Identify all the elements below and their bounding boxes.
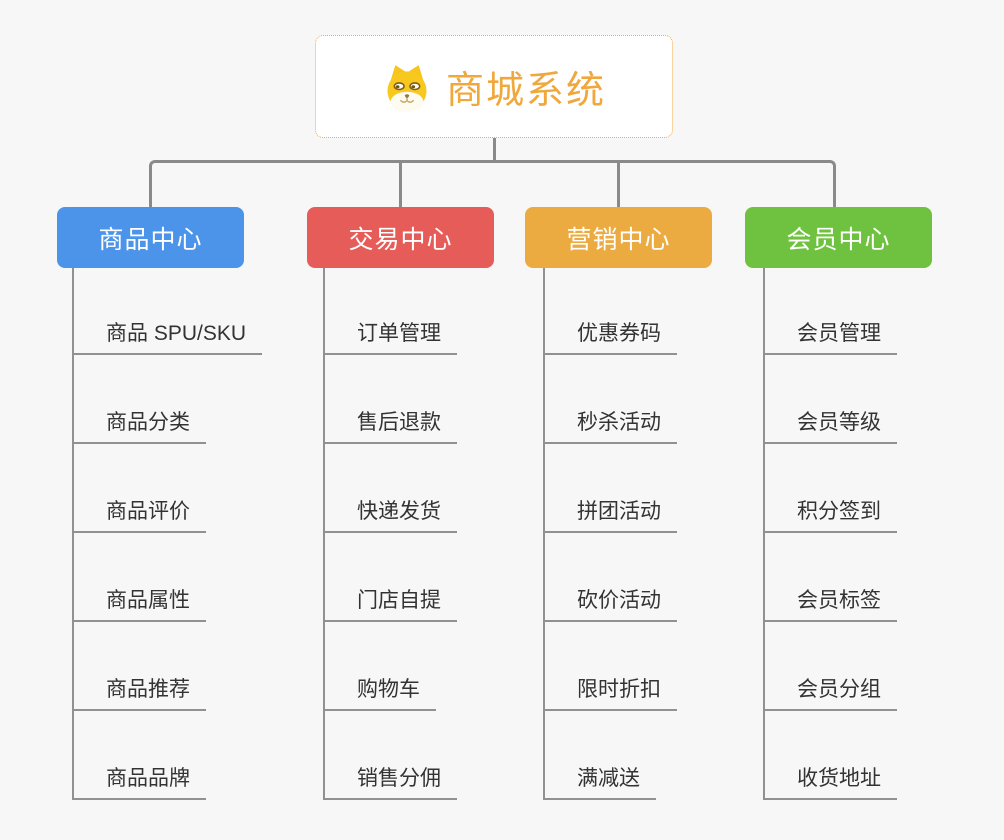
item-node[interactable]: 商品品牌 [72,711,206,800]
item-node[interactable]: 限时折扣 [543,622,677,711]
shiba-dog-icon [387,64,427,112]
item-node[interactable]: 快递发货 [323,444,457,533]
branch-node-4[interactable]: 会员中心 [745,207,932,268]
branch-label: 交易中心 [348,225,453,254]
branch-label: 会员中心 [786,225,891,254]
branch-drop-connector [617,160,620,207]
item-node[interactable]: 商品分类 [72,355,206,444]
root-stem-connector [493,138,496,161]
branch-items-column: 订单管理售后退款快递发货门店自提购物车销售分佣 [323,266,457,800]
item-node[interactable]: 会员等级 [763,355,897,444]
item-node[interactable]: 订单管理 [323,266,457,355]
branch-node-2[interactable]: 交易中心 [307,207,494,268]
branch-label: 营销中心 [566,225,671,254]
item-node[interactable]: 门店自提 [323,533,457,622]
item-node[interactable]: 商品属性 [72,533,206,622]
branch-node-1[interactable]: 商品中心 [57,207,244,268]
item-node[interactable]: 商品评价 [72,444,206,533]
branch-drop-connector [399,160,402,207]
branch-items-column: 会员管理会员等级积分签到会员标签会员分组收货地址 [763,266,897,800]
item-node[interactable]: 会员管理 [763,266,897,355]
item-node[interactable]: 售后退款 [323,355,457,444]
item-node[interactable]: 砍价活动 [543,533,677,622]
item-node[interactable]: 销售分佣 [323,711,457,800]
item-node[interactable]: 收货地址 [763,711,897,800]
root-title: 商城系统 [445,70,606,112]
item-node[interactable]: 积分签到 [763,444,897,533]
branch-child-connector [543,268,545,800]
item-node[interactable]: 商品推荐 [72,622,206,711]
item-node[interactable]: 会员分组 [763,622,897,711]
root-node[interactable]: 商城系统 [315,35,673,138]
item-node[interactable]: 商品 SPU/SKU [72,266,263,355]
item-node[interactable]: 秒杀活动 [543,355,677,444]
branch-bracket-connector [149,160,836,207]
branch-label: 商品中心 [98,225,203,254]
item-node[interactable]: 优惠券码 [543,266,677,355]
item-node[interactable]: 购物车 [323,622,436,711]
branch-items-column: 优惠券码秒杀活动拼团活动砍价活动限时折扣满减送 [543,266,677,800]
item-node[interactable]: 满减送 [543,711,656,800]
branch-child-connector [323,268,325,800]
branch-child-connector [72,268,74,800]
item-node[interactable]: 会员标签 [763,533,897,622]
item-node[interactable]: 拼团活动 [543,444,677,533]
branch-child-connector [763,268,765,800]
branch-node-3[interactable]: 营销中心 [525,207,712,268]
